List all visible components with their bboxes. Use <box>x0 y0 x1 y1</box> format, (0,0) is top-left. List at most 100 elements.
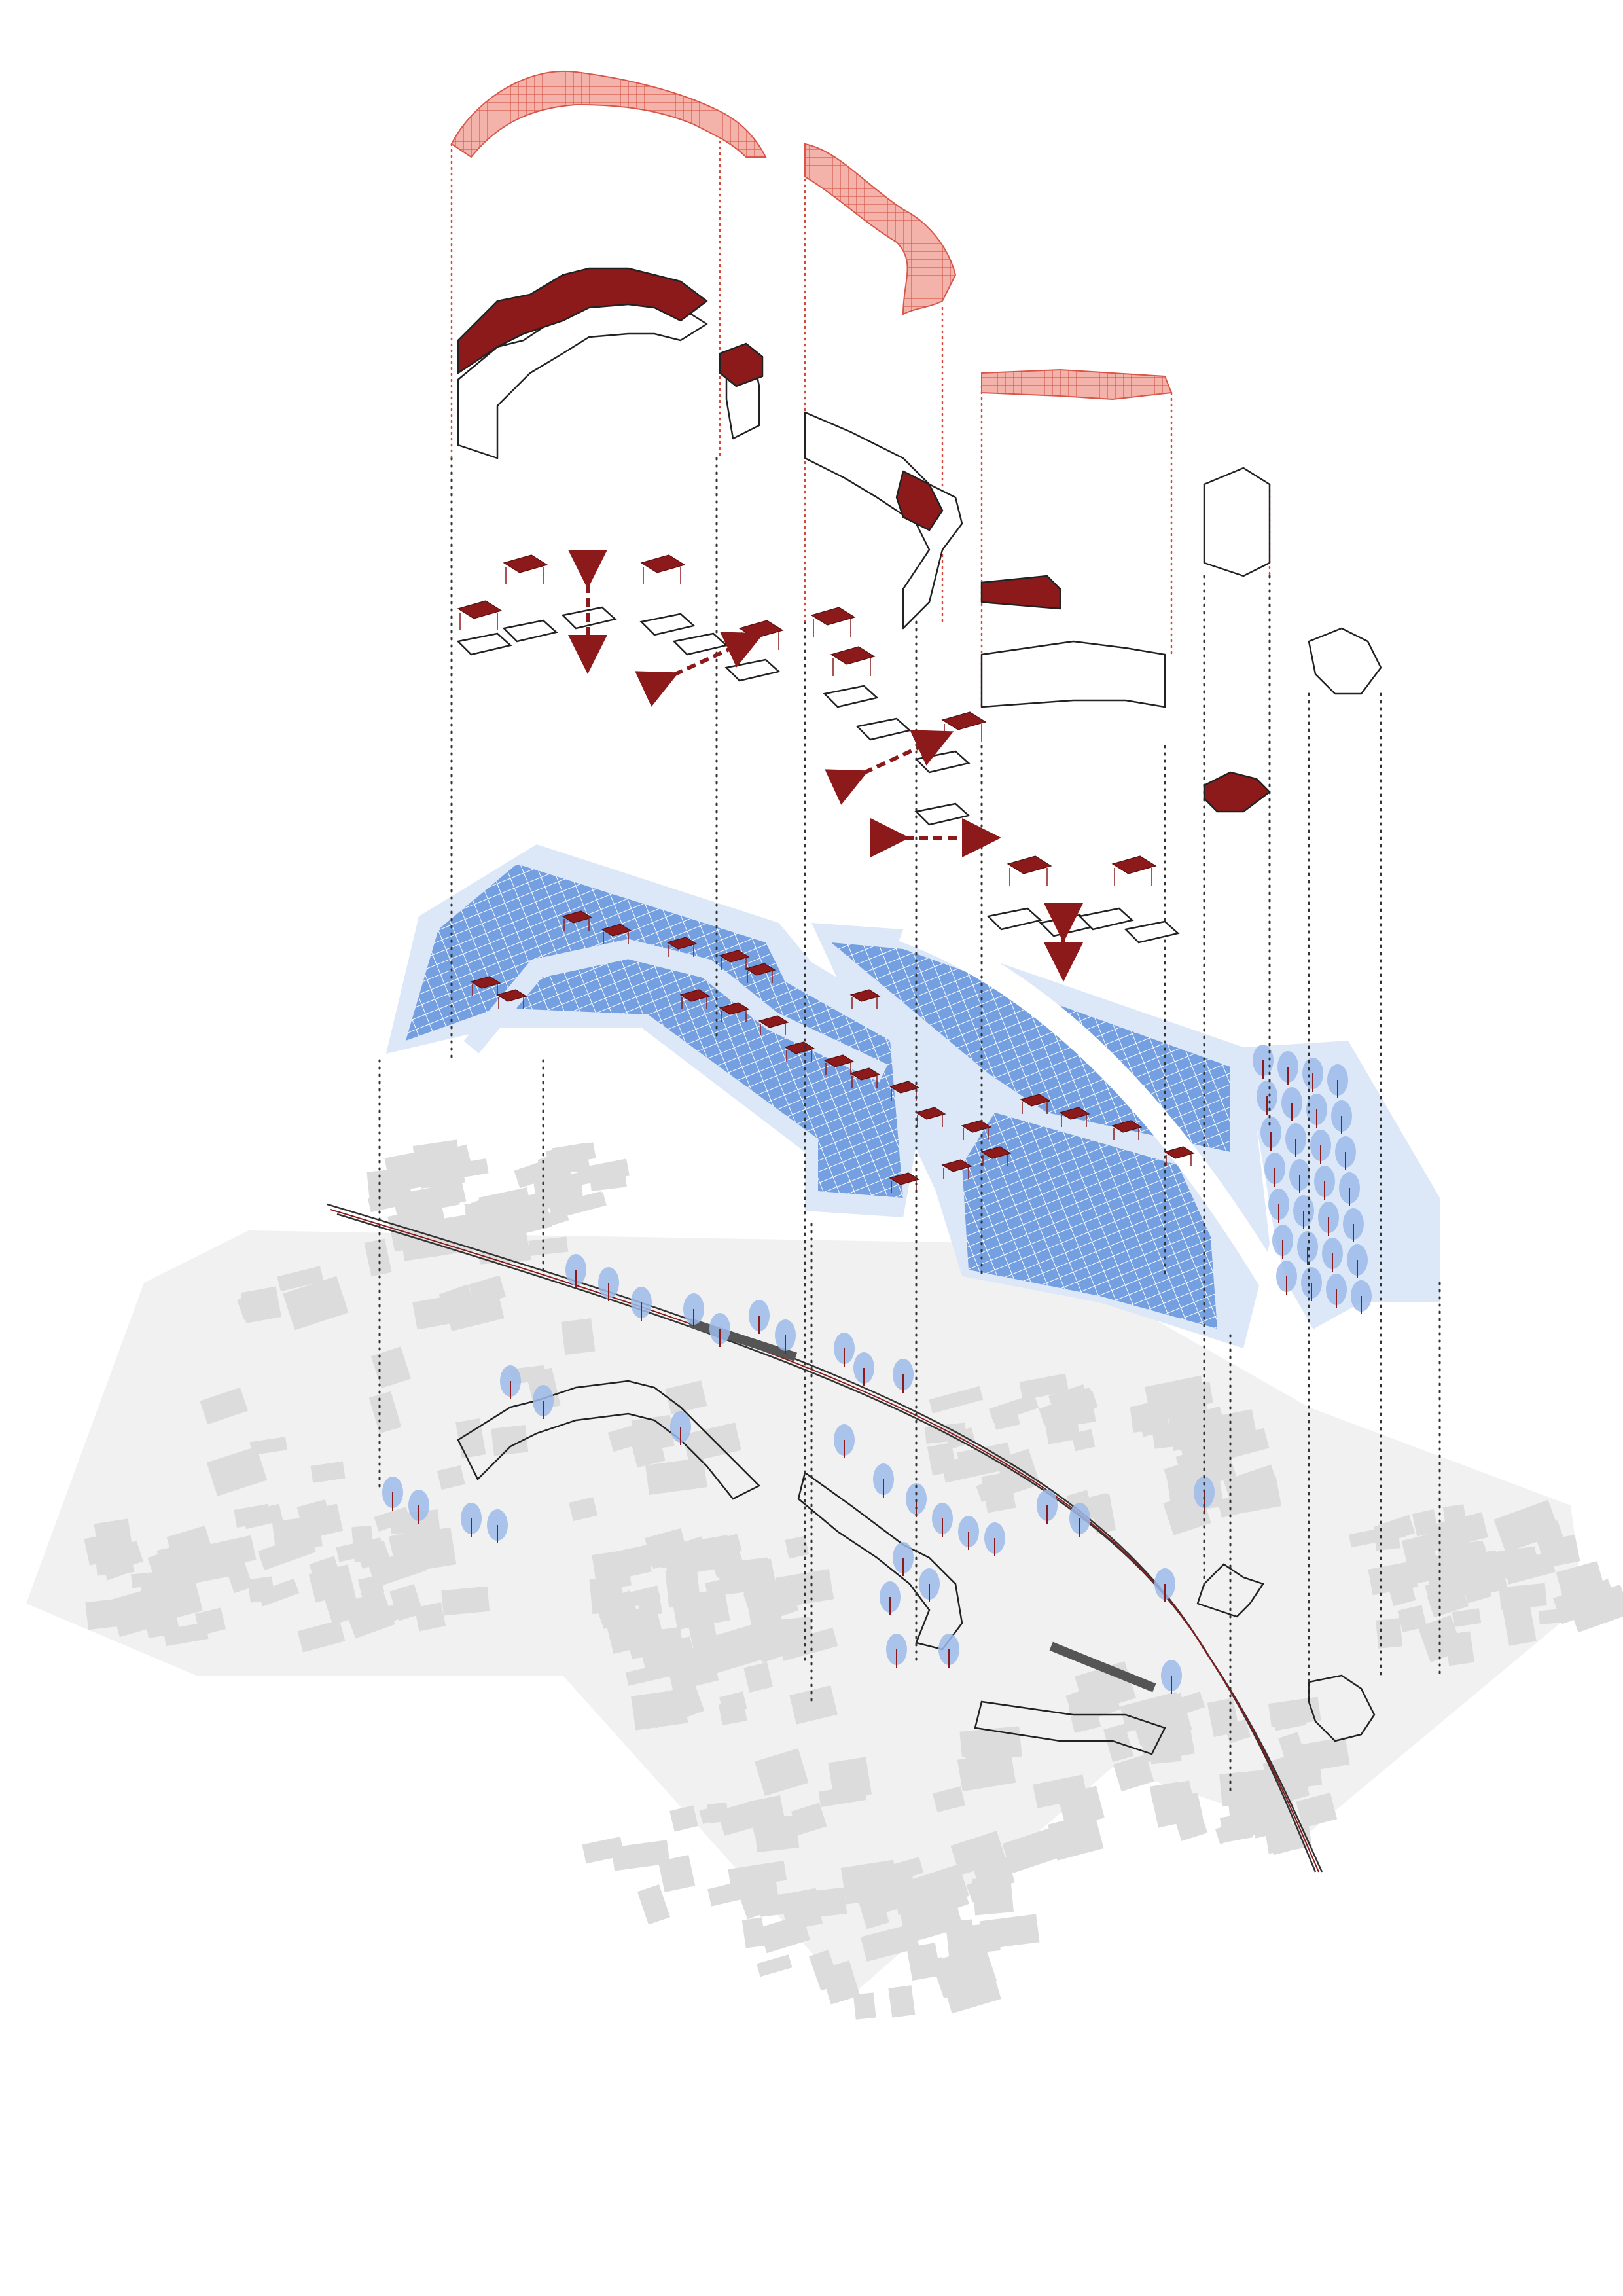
pavilion-icon <box>738 620 784 639</box>
pavilion-icon <box>679 989 711 1002</box>
context-building <box>113 1541 143 1570</box>
context-building <box>464 1197 523 1221</box>
pavilion-icon <box>1020 1094 1051 1107</box>
context-building <box>1541 1534 1580 1568</box>
context-building <box>206 1446 268 1496</box>
context-building <box>906 1943 941 1981</box>
context-building <box>296 1499 330 1523</box>
context-building <box>414 1602 446 1632</box>
context-building <box>743 1662 774 1693</box>
train-icon-2 <box>1049 1641 1156 1693</box>
pavilion-icon <box>503 554 548 573</box>
context-building <box>957 1442 1013 1476</box>
pavilion-icon <box>640 554 686 573</box>
context-building <box>309 1556 339 1578</box>
pavilion-icon <box>849 1067 881 1081</box>
pavilion-icon <box>1164 1146 1195 1159</box>
context-building <box>297 1620 346 1653</box>
context-building <box>366 1168 407 1203</box>
context-building <box>747 1863 779 1901</box>
context-building <box>645 1458 707 1495</box>
context-building <box>368 1547 427 1588</box>
context-building <box>929 1386 984 1414</box>
context-building <box>1538 1609 1563 1625</box>
base-trees <box>382 1254 1215 1694</box>
pavilion-layer <box>456 550 1180 982</box>
context-building <box>1282 1748 1320 1771</box>
context-building <box>468 1275 507 1306</box>
pavilion-icon <box>496 989 527 1002</box>
context-building <box>655 1536 706 1569</box>
context-building <box>528 1236 569 1257</box>
plan-trees <box>1253 1045 1372 1314</box>
context-building <box>1378 1515 1416 1543</box>
context-building <box>687 1615 721 1657</box>
context-building <box>789 1685 838 1725</box>
context-building <box>778 1627 838 1661</box>
context-building <box>1033 1774 1088 1808</box>
context-building <box>533 1172 581 1203</box>
context-building <box>351 1525 374 1562</box>
context-building <box>1452 1608 1482 1628</box>
context-building <box>429 1211 489 1257</box>
parking-south-east <box>962 1113 1217 1329</box>
context-building <box>1425 1512 1488 1552</box>
context-building <box>374 1507 411 1532</box>
context-building <box>637 1597 663 1618</box>
context-building <box>166 1525 213 1564</box>
context-building <box>755 1748 809 1796</box>
context-building <box>1048 1812 1104 1861</box>
context-building <box>364 1238 392 1277</box>
context-building <box>957 1963 986 1994</box>
context-building <box>757 1892 800 1917</box>
pavilion-icon <box>915 1107 946 1120</box>
context-building <box>343 1589 395 1639</box>
pavilion-icon <box>810 607 856 626</box>
context-building <box>932 1786 966 1813</box>
pavilion-icon <box>1059 1107 1090 1120</box>
context-building <box>620 1541 668 1572</box>
pavilion-icon <box>457 600 503 619</box>
railway-track-outer <box>327 1203 1317 1873</box>
pavilion-icon <box>1111 1120 1143 1133</box>
context-ground <box>26 1230 1584 1996</box>
context-base-layer <box>26 1139 1623 2020</box>
context-building <box>588 1162 627 1191</box>
footprint-linear-block <box>974 1700 1166 1755</box>
context-building <box>1493 1499 1560 1553</box>
context-building <box>637 1884 671 1925</box>
mass-small-tower-top <box>719 342 764 387</box>
context-building <box>911 1864 969 1912</box>
pavilion-icon <box>719 1002 750 1015</box>
pavilion-icon <box>889 1172 920 1185</box>
context-building <box>370 1346 412 1389</box>
pavilion-icon <box>889 1081 920 1094</box>
context-building <box>412 1292 474 1330</box>
pavilion-icon <box>719 950 750 963</box>
context-building <box>820 1960 861 2005</box>
pavilion-icon <box>961 1120 992 1133</box>
building-masses-layer <box>457 267 1382 813</box>
pavilion-icon <box>823 1054 855 1067</box>
context-building <box>257 1578 300 1607</box>
mass-linear-block <box>980 640 1166 708</box>
context-building <box>625 1660 678 1686</box>
roof-mesh-arch <box>450 70 767 158</box>
context-building <box>717 1799 764 1836</box>
pavilion-icon <box>980 1146 1012 1159</box>
context-building <box>976 1470 1027 1503</box>
context-building <box>1298 1736 1350 1772</box>
context-building <box>1499 1583 1547 1610</box>
context-building <box>491 1425 529 1456</box>
context-building <box>272 1516 323 1552</box>
road-diagonal <box>899 918 1313 1342</box>
context-building <box>437 1465 465 1490</box>
mass-cluster-block <box>1308 627 1382 695</box>
pavilion-icon <box>470 976 501 989</box>
parking-plan-layer <box>386 844 1440 1348</box>
pavilion-plinth <box>823 685 879 708</box>
context-building <box>828 1757 872 1801</box>
context-building <box>741 1917 766 1948</box>
context-building <box>1002 1827 1061 1874</box>
